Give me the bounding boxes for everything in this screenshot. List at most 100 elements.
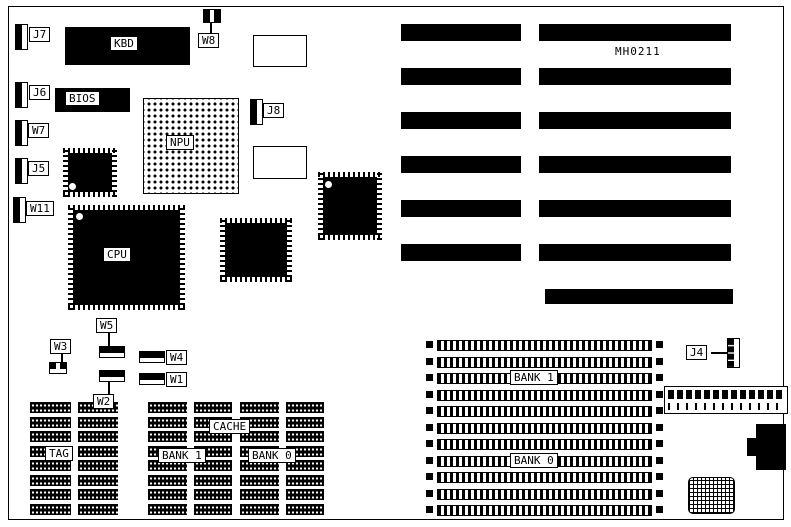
dip-socket-row bbox=[240, 416, 324, 428]
jumper-w4-connector bbox=[139, 351, 165, 363]
cache-bank0-block bbox=[240, 402, 324, 515]
support-chip-1 bbox=[63, 148, 117, 197]
jumper-label-w7: W7 bbox=[28, 123, 50, 138]
npu-socket bbox=[143, 98, 239, 194]
board-id: MH0211 bbox=[615, 45, 661, 58]
dip-socket-row bbox=[240, 474, 324, 486]
dip-socket-row bbox=[30, 503, 118, 515]
dip-socket bbox=[77, 416, 118, 428]
jumper-w3-connector bbox=[49, 362, 67, 374]
dip-socket-row bbox=[240, 489, 324, 501]
dip-socket bbox=[77, 489, 118, 501]
simm-socket bbox=[426, 472, 663, 483]
simm-socket bbox=[426, 439, 663, 450]
dip-socket-row bbox=[240, 503, 324, 515]
memory-bank0-label: BANK 0 bbox=[510, 453, 558, 468]
isa-slot bbox=[401, 200, 521, 217]
jumper-j8-connector bbox=[250, 99, 263, 125]
dip-socket bbox=[193, 460, 232, 472]
dip-socket bbox=[30, 460, 71, 472]
jumper-j6-connector bbox=[15, 82, 28, 108]
isa-slot bbox=[401, 156, 521, 173]
dip-socket bbox=[240, 431, 279, 443]
dip-socket bbox=[240, 402, 279, 413]
jumper-w8-lead bbox=[210, 21, 212, 33]
dip-socket bbox=[148, 402, 187, 413]
jumper-label-w8: W8 bbox=[198, 33, 220, 48]
oscillator-box-mid bbox=[253, 146, 307, 179]
dip-socket bbox=[30, 402, 71, 413]
dip-socket-row bbox=[30, 474, 118, 486]
jumper-w5-lead bbox=[108, 333, 110, 346]
kbd-chip-label: KBD bbox=[110, 36, 138, 51]
isa-slot bbox=[539, 24, 731, 41]
jumper-label-w2: W2 bbox=[93, 394, 115, 409]
dip-socket bbox=[285, 503, 324, 515]
jumper-w2-lead bbox=[108, 380, 110, 394]
pin1-dot bbox=[325, 181, 332, 188]
dip-socket-row bbox=[148, 474, 232, 486]
pin-header-connector bbox=[664, 386, 788, 414]
dip-socket bbox=[240, 489, 279, 501]
dip-socket bbox=[240, 474, 279, 486]
isa-slot bbox=[401, 68, 521, 85]
isa-slot bbox=[539, 200, 731, 217]
dip-socket bbox=[148, 416, 187, 428]
cache-bank0-label: BANK 0 bbox=[248, 448, 296, 463]
dip-socket bbox=[285, 489, 324, 501]
jumper-w3-lead bbox=[61, 354, 63, 362]
support-chip-3 bbox=[318, 172, 382, 240]
dip-socket bbox=[193, 431, 232, 443]
buzzer-component bbox=[688, 477, 735, 514]
jumper-label-j7: J7 bbox=[29, 27, 51, 42]
simm-socket bbox=[426, 340, 663, 351]
dip-socket-row bbox=[240, 460, 324, 472]
dip-socket bbox=[77, 445, 118, 457]
jumper-label-w1: W1 bbox=[166, 372, 188, 387]
dip-socket bbox=[240, 416, 279, 428]
dip-socket bbox=[285, 445, 324, 457]
dip-socket bbox=[30, 503, 71, 515]
dip-socket-row bbox=[148, 431, 232, 443]
cache-bank1-label: BANK 1 bbox=[158, 448, 206, 463]
isa-slot bbox=[401, 112, 521, 129]
dip-socket bbox=[285, 460, 324, 472]
dip-socket bbox=[193, 489, 232, 501]
dip-socket-row bbox=[148, 402, 232, 413]
dip-socket-row bbox=[240, 402, 324, 413]
dip-socket-row bbox=[148, 503, 232, 515]
dip-socket-row bbox=[30, 416, 118, 428]
jumper-w1-connector bbox=[139, 373, 165, 385]
support-chip-2 bbox=[220, 218, 292, 282]
dip-socket bbox=[285, 416, 324, 428]
isa-slot bbox=[539, 112, 731, 129]
dip-socket bbox=[148, 489, 187, 501]
dip-socket-row bbox=[30, 431, 118, 443]
memory-bank1-label: BANK 1 bbox=[510, 370, 558, 385]
dip-socket-row bbox=[240, 431, 324, 443]
dip-socket bbox=[193, 402, 232, 413]
dip-socket bbox=[148, 503, 187, 515]
jumper-w7-connector bbox=[15, 120, 28, 146]
simm-socket bbox=[426, 505, 663, 516]
dip-socket bbox=[193, 445, 232, 457]
isa-slot bbox=[401, 244, 521, 261]
jumper-label-w5: W5 bbox=[96, 318, 118, 333]
dip-socket bbox=[77, 460, 118, 472]
simm-socket bbox=[426, 406, 663, 417]
jumper-w2-connector bbox=[99, 370, 125, 382]
dip-socket bbox=[193, 503, 232, 515]
jumper-label-j5: J5 bbox=[28, 161, 50, 176]
dip-socket bbox=[240, 460, 279, 472]
cache-label: CACHE bbox=[209, 419, 251, 434]
dip-socket bbox=[148, 474, 187, 486]
dip-socket bbox=[30, 489, 71, 501]
jumper-label-w4: W4 bbox=[166, 350, 188, 365]
jumper-label-w3: W3 bbox=[50, 339, 72, 354]
dip-socket bbox=[240, 503, 279, 515]
simm-socket bbox=[426, 356, 663, 368]
jumper-label-j8: J8 bbox=[263, 103, 285, 118]
dip-socket-row bbox=[148, 489, 232, 501]
tag-label: TAG bbox=[45, 446, 73, 461]
